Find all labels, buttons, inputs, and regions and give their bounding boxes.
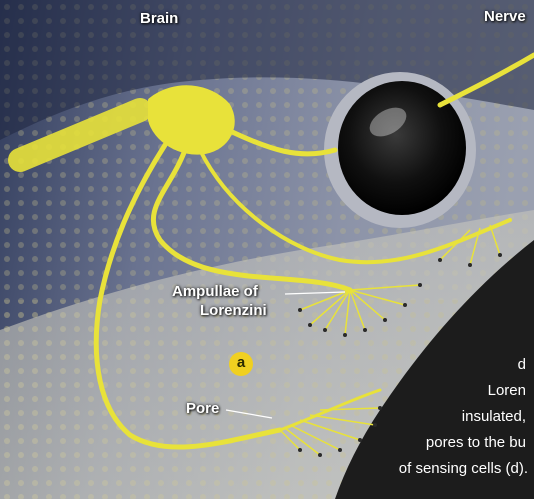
label-ampullae-line2: Lorenzini (200, 302, 267, 319)
label-ampullae-line1: Ampullae of (172, 283, 258, 300)
caption-line-4: pores to the bu (426, 434, 526, 451)
caption-line-1: d (518, 356, 526, 373)
label-nerve: Nerve (484, 8, 526, 25)
label-pore: Pore (186, 400, 219, 417)
figure-letter-badge: a (229, 352, 253, 376)
caption-line-3: insulated, (462, 408, 526, 425)
caption-line-2: Loren (488, 382, 526, 399)
caption-line-5: of sensing cells (d). (399, 460, 528, 477)
label-brain: Brain (140, 10, 178, 27)
